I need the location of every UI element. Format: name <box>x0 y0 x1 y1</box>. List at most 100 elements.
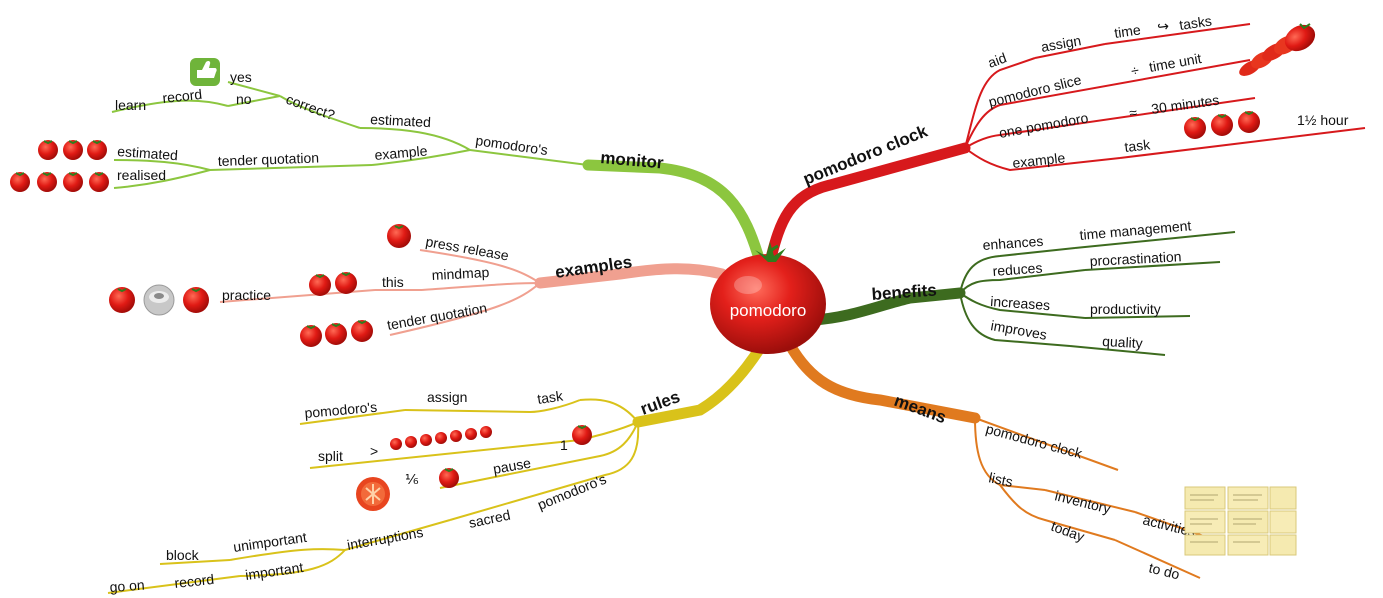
tomato-icon <box>387 224 411 248</box>
clock-lines <box>964 23 1366 172</box>
rules-go-on: go on <box>109 577 145 595</box>
examples-tomatoes <box>109 224 411 347</box>
monitor-estimated: estimated <box>370 111 431 130</box>
monitor-estimated2: estimated <box>117 143 179 163</box>
clock-tasks: tasks <box>1178 13 1213 33</box>
examples-press: press release <box>424 233 510 263</box>
tomato-icon <box>10 172 30 192</box>
monitor-realised: realised <box>117 167 166 183</box>
tomato-icon <box>450 430 462 442</box>
rules-split: split <box>318 448 343 464</box>
center-label[interactable]: pomodoro <box>730 301 807 320</box>
clock-arrow: ↪ <box>1156 17 1170 35</box>
means-inventory: inventory <box>1053 487 1112 516</box>
benefits-procrastination: procrastination <box>1089 248 1182 269</box>
tomato-icon <box>1238 111 1260 133</box>
tomato-icon <box>480 426 492 438</box>
sticky-notes-icon <box>1184 486 1297 556</box>
rules-sixth: ⅙ <box>405 471 419 487</box>
means-today: today <box>1049 518 1087 545</box>
benefits-enhances: enhances <box>982 233 1044 253</box>
examples-mindmap: mindmap <box>431 264 490 283</box>
tomato-icon <box>1184 117 1206 139</box>
benefits-increases: increases <box>990 293 1051 313</box>
means-labels: pomodoro clock lists inventory activitie… <box>984 420 1197 582</box>
monitor-learn: learn <box>115 97 146 113</box>
tomato-icon <box>325 323 347 345</box>
examples-practice: practice <box>222 287 271 303</box>
tomato-icon <box>89 172 109 192</box>
monitor-tender: tender quotation <box>218 149 320 169</box>
tomato-icon <box>435 432 447 444</box>
rules-tomatoes <box>390 425 592 488</box>
clock-aid: aid <box>986 49 1009 70</box>
rules-sacred: sacred <box>467 507 511 531</box>
clock-tomatoes <box>1184 111 1260 139</box>
tomato-icon <box>183 287 209 313</box>
tomato-icon <box>335 272 357 294</box>
tomato-icon <box>87 140 107 160</box>
monitor-example: example <box>374 142 428 163</box>
monitor-branch <box>582 159 766 268</box>
tomato-icon <box>390 438 402 450</box>
clock-assign: assign <box>1040 32 1083 55</box>
monitor-no: no <box>236 91 252 107</box>
means-todo: to do <box>1147 559 1181 582</box>
rules-task: task <box>536 387 565 407</box>
benefits-reduces: reduces <box>992 260 1043 279</box>
examples-branch <box>534 263 728 289</box>
tomato-icon <box>1211 114 1233 136</box>
monitor-correct: correct? <box>284 91 337 123</box>
clock-example: example <box>1012 150 1067 171</box>
benefits-time-management: time management <box>1079 217 1192 243</box>
benefits-title[interactable]: benefits <box>871 280 937 304</box>
clock-minutes: 30 minutes <box>1150 92 1220 117</box>
clock-hour: 1½ hour <box>1297 112 1349 128</box>
tomato-icon <box>572 425 592 445</box>
tomato-icon <box>405 436 417 448</box>
benefits-improves: improves <box>989 317 1048 343</box>
means-lists: lists <box>987 469 1014 490</box>
monitor-lines <box>111 81 589 189</box>
clock-time: time <box>1113 21 1142 41</box>
examples-labels: press release mindmap this practice tend… <box>222 233 510 333</box>
means-clock: pomodoro clock <box>984 420 1085 461</box>
rules-record: record <box>174 571 215 591</box>
tomato-icon <box>38 140 58 160</box>
rules-branch <box>632 339 768 428</box>
rules-pomodoros: pomodoro's <box>304 399 378 421</box>
tomato-icon <box>351 320 373 342</box>
rules-interruptions: interruptions <box>346 524 425 553</box>
benefits-branch <box>806 287 966 326</box>
bowl-icon <box>143 284 175 316</box>
monitor-tomatoes <box>10 140 109 192</box>
tomato-icon <box>420 434 432 446</box>
rules-pause: pause <box>492 455 533 477</box>
tomato-icon <box>309 274 331 296</box>
tomato-icon <box>465 428 477 440</box>
means-title[interactable]: means <box>892 391 949 427</box>
rules-assign: assign <box>427 389 467 405</box>
tomato-slice-icon <box>356 477 390 511</box>
rules-gt: > <box>370 443 378 459</box>
tomato-icon <box>63 172 83 192</box>
center-tomato: pomodoro <box>710 242 826 354</box>
clock-approx: ≈ <box>1128 104 1138 121</box>
tomato-icon <box>37 172 57 192</box>
examples-tender: tender quotation <box>386 300 488 333</box>
clock-div: ÷ <box>1130 62 1141 79</box>
tomato-icon <box>63 140 83 160</box>
clock-time-unit: time unit <box>1148 50 1203 75</box>
thumbs-up-icon <box>190 58 220 86</box>
benefits-productivity: productivity <box>1090 301 1161 317</box>
monitor-pomodoros: pomodoro's <box>475 132 549 158</box>
benefits-quality: quality <box>1102 333 1143 351</box>
clock-task: task <box>1124 136 1152 155</box>
means-branch <box>784 339 981 424</box>
tomato-icon <box>300 325 322 347</box>
examples-this: this <box>382 274 404 290</box>
rules-one: 1 <box>560 437 568 453</box>
clock-branch <box>764 142 971 268</box>
rules-important: important <box>244 559 304 583</box>
